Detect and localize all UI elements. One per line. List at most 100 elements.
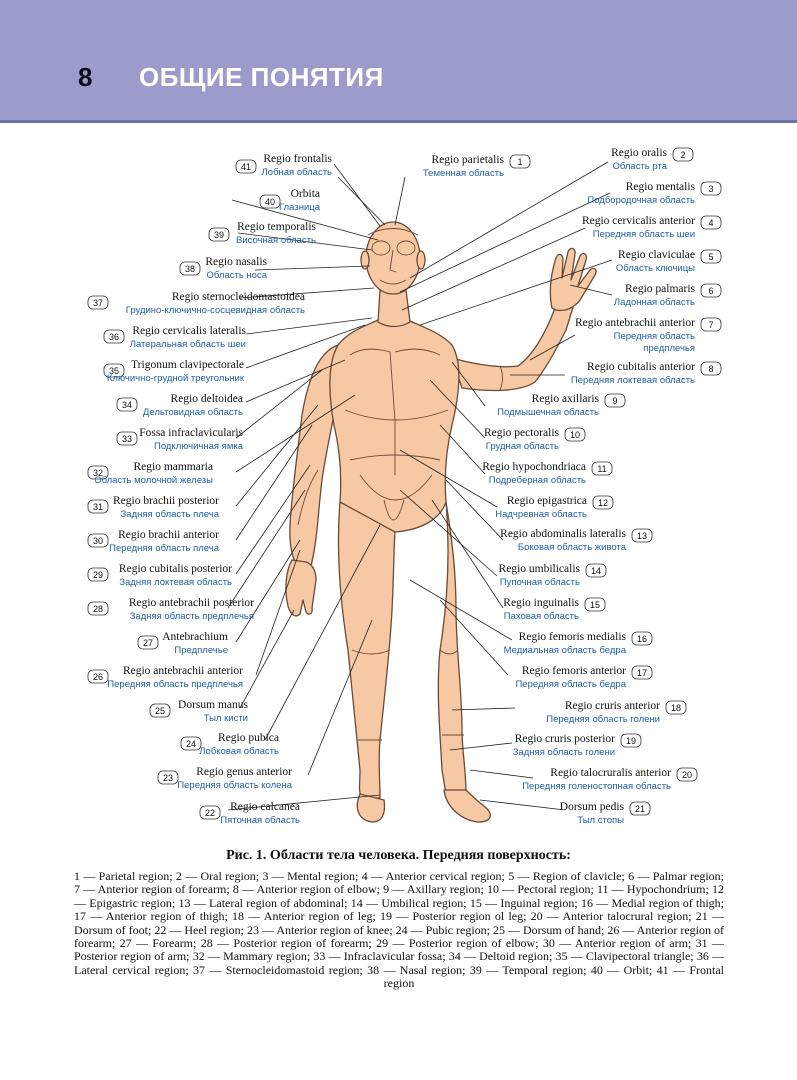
latin-term: Regio hypochondriaca — [482, 461, 586, 473]
label-number-badge: 3 — [700, 181, 722, 196]
label-number-badge: 5 — [700, 249, 722, 264]
russian-term: Лобная область — [262, 167, 332, 178]
label-number: 2 — [680, 150, 685, 160]
latin-term: Regio oralis — [611, 147, 667, 159]
region-markings — [297, 228, 503, 741]
label-number: 16 — [637, 634, 647, 644]
latin-term: Antebrachium — [162, 631, 228, 643]
label-number-badge: 34 — [116, 397, 138, 412]
latin-term: Regio palmaris — [625, 283, 695, 295]
russian-term: Задняя область предплечья — [130, 611, 254, 622]
label-number: 34 — [122, 400, 132, 410]
latin-term: Regio antebrachii posterior — [129, 597, 254, 609]
label-number: 17 — [637, 668, 647, 678]
latin-term: Regio calcanea — [230, 801, 300, 813]
russian-term: Грудино-ключично-сосцевидная область — [126, 305, 305, 316]
label-number: 4 — [708, 218, 713, 228]
label-number-badge: 24 — [180, 736, 202, 751]
latin-term: Regio mammaria — [133, 461, 213, 473]
russian-term: Область рта — [612, 161, 667, 172]
label-number: 3 — [708, 184, 713, 194]
label-number-badge: 10 — [564, 427, 586, 442]
russian-term: Область ключицы — [616, 263, 695, 274]
label-number-badge: 32 — [87, 465, 109, 480]
label-number: 37 — [93, 298, 103, 308]
russian-term: Предплечье — [174, 645, 228, 656]
latin-term: Regio talocruralis anterior — [550, 767, 671, 779]
chapter-title: ОБЩИЕ ПОНЯТИЯ — [139, 62, 384, 92]
label-number: 1 — [517, 157, 522, 167]
figure-caption-body: 1 — Parietal region; 2 — Oral region; 3 … — [74, 869, 724, 991]
label-number-badge: 15 — [584, 597, 606, 612]
russian-term: Передняя голеностопная область — [522, 781, 671, 792]
russian-term: Передняя область — [614, 331, 695, 342]
russian-term: Подмышечная область — [497, 407, 599, 418]
latin-term: Regio cervicalis lateralis — [132, 325, 246, 337]
label-number: 15 — [590, 600, 600, 610]
label-number: 30 — [93, 536, 103, 546]
label-number-badge: 22 — [199, 805, 221, 820]
latin-term: Regio antebrachii anterior — [575, 317, 695, 329]
label-number-badge: 2 — [672, 147, 694, 162]
latin-term: Regio parietalis — [432, 154, 505, 166]
label-number-badge: 4 — [700, 215, 722, 230]
label-number-badge: 38 — [179, 261, 201, 276]
label-number-badge: 20 — [676, 767, 698, 782]
label-number: 10 — [570, 430, 580, 440]
label-number: 21 — [635, 804, 645, 814]
label-number: 25 — [155, 706, 165, 716]
russian-term: Пяточная область — [220, 815, 300, 826]
russian-term: Пупочная область — [500, 577, 580, 588]
label-number-badge: 11 — [591, 461, 613, 476]
label-number-badge: 6 — [700, 283, 722, 298]
russian-term: Медиальная область бедра — [504, 645, 627, 656]
label-number-badge: 33 — [116, 431, 138, 446]
label-number: 13 — [637, 531, 647, 541]
label-number-badge: 16 — [631, 631, 653, 646]
label-number: 22 — [205, 808, 215, 818]
russian-term: Лобковая область — [199, 746, 279, 757]
latin-term: Regio nasalis — [205, 256, 267, 268]
label-number-badge: 37 — [87, 295, 109, 310]
russian-term: Задняя область голени — [513, 747, 615, 758]
label-number: 11 — [597, 464, 606, 474]
label-number: 23 — [163, 773, 173, 783]
russian-term: Подключичная ямка — [154, 441, 244, 452]
russian-term: Задняя локтевая область — [119, 577, 232, 588]
latin-term: Regio axillaris — [532, 393, 600, 405]
label-number-badge: 23 — [157, 770, 179, 785]
label-number: 8 — [708, 364, 713, 374]
russian-term: Височная область — [236, 235, 316, 246]
latin-term: Orbita — [291, 188, 320, 200]
latin-term: Regio inguinalis — [503, 597, 579, 609]
latin-term: Regio antebrachii anterior — [123, 665, 243, 677]
latin-term: Regio brachii anterior — [118, 529, 219, 541]
latin-term: Dorsum manus — [178, 699, 248, 711]
body-illustration — [285, 221, 597, 823]
label-number-badge: 7 — [700, 317, 722, 332]
label-number-badge: 19 — [620, 733, 642, 748]
label-number-badge: 29 — [87, 567, 109, 582]
label-number: 39 — [214, 230, 224, 240]
russian-term: Передняя область голени — [546, 714, 660, 725]
russian-term: Передняя область предплечья — [107, 679, 243, 690]
